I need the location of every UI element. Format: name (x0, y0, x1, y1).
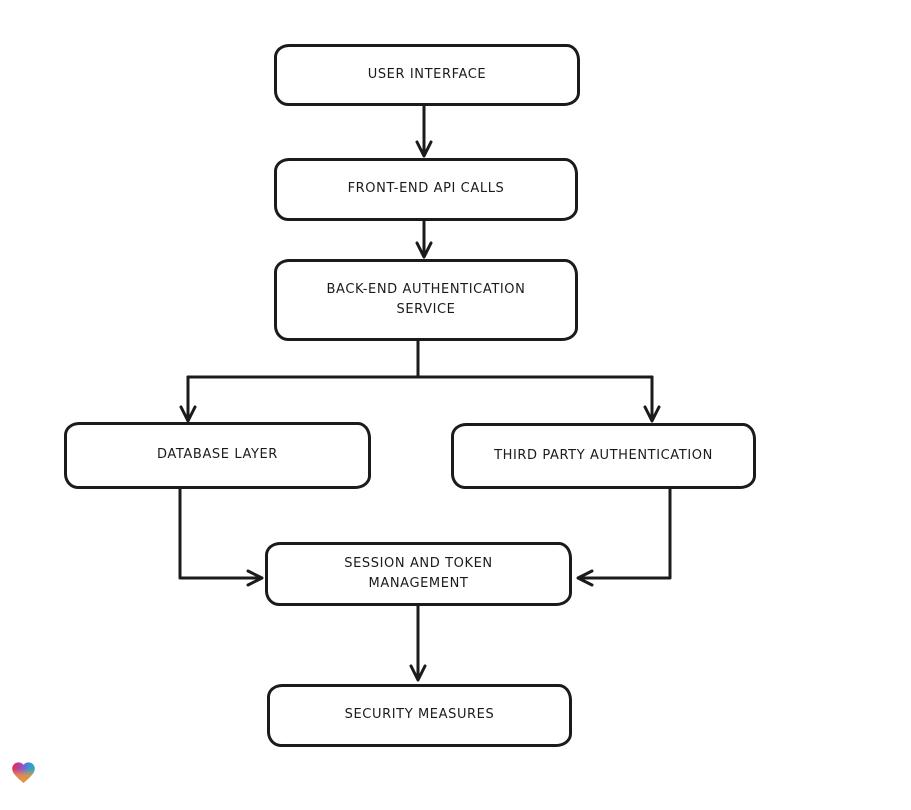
node-label: SECURITY MEASURES (344, 707, 495, 723)
edge-database-to-session (178, 487, 264, 587)
node-label: BACK-END AUTHENTICATION SERVICE (326, 281, 526, 317)
node-front-end-api-calls[interactable]: FRONT-END API CALLS (274, 158, 578, 221)
node-database-layer[interactable]: DATABASE LAYER (64, 422, 371, 489)
edge-session-to-security (409, 604, 427, 682)
node-user-interface[interactable]: USER INTERFACE (274, 44, 580, 106)
node-label: USER INTERFACE (367, 66, 487, 82)
edge-user-interface-to-front-end (415, 105, 433, 158)
node-security-measures[interactable]: SECURITY MEASURES (267, 684, 572, 747)
edge-back-end-branch (179, 339, 661, 423)
node-third-party-authentication[interactable]: THIRD PARTY AUTHENTICATION (451, 423, 756, 489)
heart-shape-overlay (12, 762, 35, 784)
edge-third-party-to-session (576, 487, 672, 587)
node-back-end-authentication-service[interactable]: BACK-END AUTHENTICATION SERVICE (274, 259, 578, 341)
node-label: THIRD PARTY AUTHENTICATION (494, 447, 713, 463)
node-label: DATABASE LAYER (157, 447, 278, 463)
node-label: FRONT-END API CALLS (347, 181, 505, 197)
node-session-token-management[interactable]: SESSION AND TOKEN MANAGEMENT (265, 542, 572, 606)
edge-front-end-to-back-end (415, 219, 433, 259)
heart-logo[interactable] (10, 759, 37, 786)
node-label: SESSION AND TOKEN MANAGEMENT (344, 555, 493, 591)
